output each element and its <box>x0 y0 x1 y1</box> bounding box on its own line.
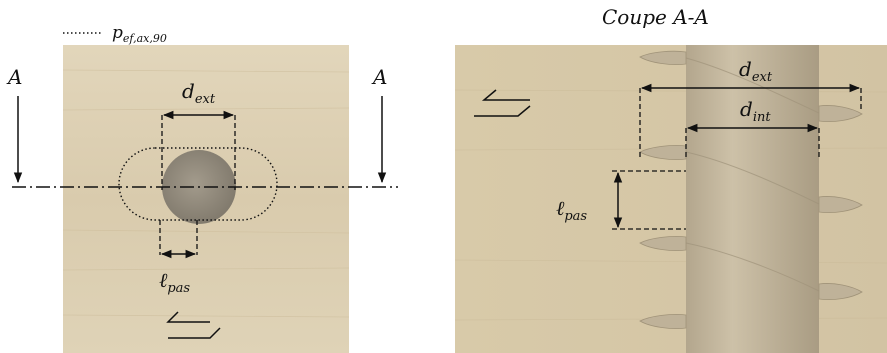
legend: pef,ax,90 <box>63 23 167 45</box>
d-ext-label-right: dext <box>739 57 773 85</box>
screw-core <box>686 45 819 353</box>
d-int-label: dint <box>740 97 771 125</box>
shear-arrow-icon <box>166 311 221 339</box>
section-label-right: A <box>371 65 387 89</box>
section-label-left: A <box>6 65 22 89</box>
influence-zone <box>118 147 278 221</box>
d-ext-label-left: dext <box>182 79 216 107</box>
left-panel: A A dext ℓpas <box>6 45 398 353</box>
screw-threads <box>639 50 863 329</box>
section-title: Coupe A-A <box>602 5 709 29</box>
shear-arrow-icon <box>474 89 531 117</box>
l-pas-label-left: ℓpas <box>159 268 190 296</box>
legend-label: pef,ax,90 <box>112 23 167 45</box>
thread-helix-shading <box>685 57 820 292</box>
wood-grain-left <box>62 69 350 318</box>
right-panel: Coupe A-A <box>454 5 887 353</box>
l-pas-label-right: ℓpas <box>556 196 587 224</box>
